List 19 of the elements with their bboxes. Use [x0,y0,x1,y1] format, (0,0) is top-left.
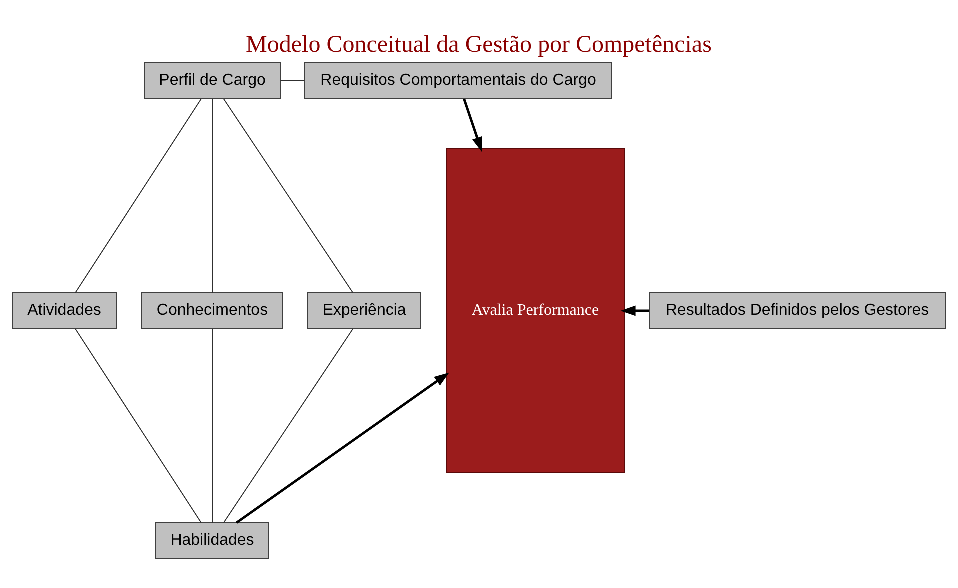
node-box: Habilidades [156,522,270,560]
arrow [236,372,450,524]
arrow [620,306,650,316]
connector [75,328,202,524]
node-box: Requisitos Comportamentais do Cargo [304,62,612,100]
diagram-title: Modelo Conceitual da Gestão por Competências [246,32,712,58]
node-box: Conhecimentos [142,292,284,330]
arrow [463,98,482,152]
node-box: Experiência [308,292,422,330]
node-box: Perfil de Cargo [144,62,281,100]
connector [280,80,306,82]
connector [75,98,202,294]
node-box: Atividades [12,292,117,330]
node-box: Avalia Performance [446,148,625,474]
connector [212,328,213,524]
connector [212,98,213,294]
node-box: Resultados Definidos pelos Gestores [649,292,946,330]
connector [223,328,354,524]
connector [223,98,354,294]
